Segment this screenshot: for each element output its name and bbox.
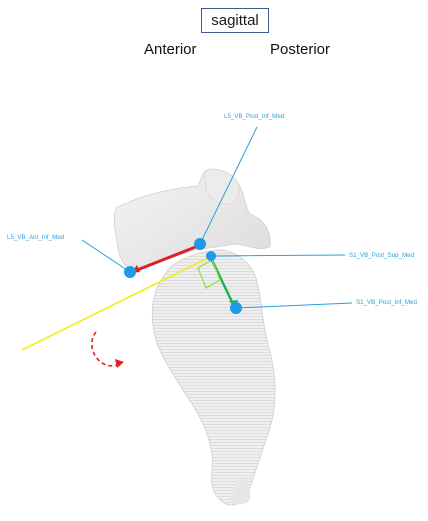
l5-ant-inf-point bbox=[124, 266, 136, 278]
s1-post-inf-point bbox=[230, 302, 242, 314]
l5-post-inf-label: L5_VB_Post_Inf_Med bbox=[224, 113, 285, 120]
s1-post-sup-point bbox=[206, 251, 216, 261]
s1-post-sup-label: S1_VB_Post_Sup_Med bbox=[349, 252, 415, 259]
rotation-arrowhead bbox=[115, 359, 124, 368]
l5-ant-inf-label: L5_VB_Ant_Inf_Med bbox=[7, 234, 65, 241]
sacrum bbox=[152, 250, 275, 505]
l5-post-inf-point bbox=[194, 238, 206, 250]
s1-post-inf-label: S1_VB_Post_Inf_Med bbox=[356, 299, 417, 306]
